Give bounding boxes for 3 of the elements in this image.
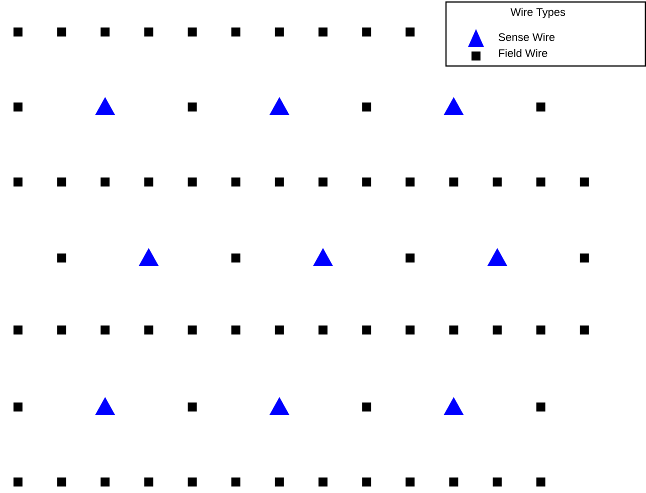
legend-label: Field Wire — [499, 48, 548, 58]
legend-title: Wire Types — [510, 8, 566, 18]
legend-label: Sense Wire — [498, 32, 555, 42]
